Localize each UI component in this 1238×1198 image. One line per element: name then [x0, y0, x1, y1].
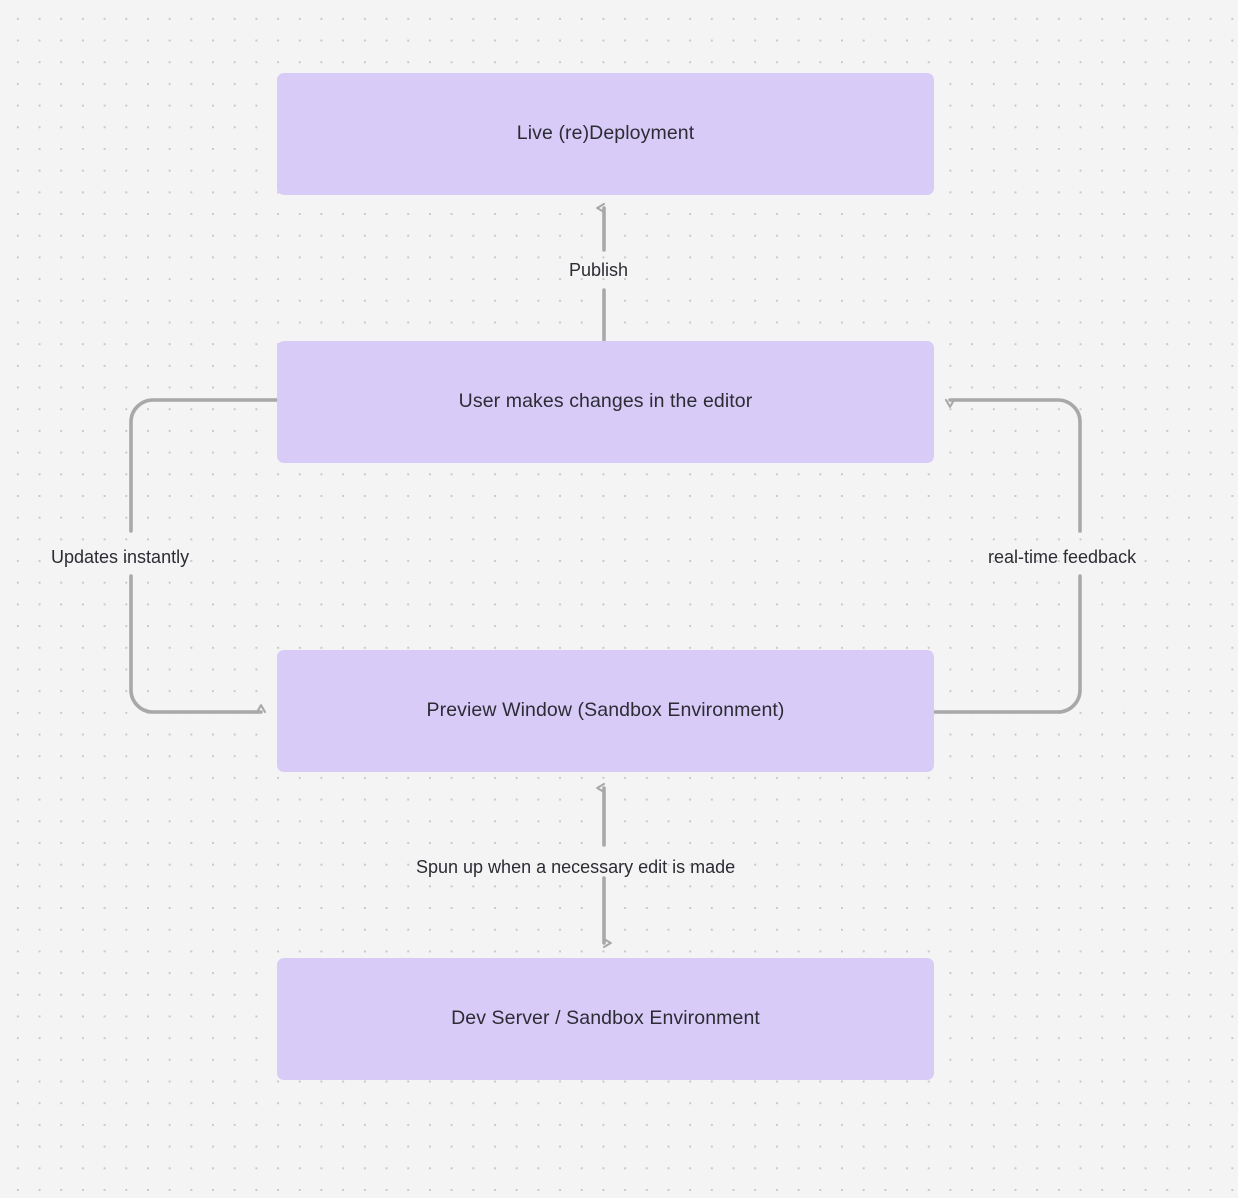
edge-updates-lower: [129, 574, 261, 714]
node-live-redeployment-label: Live (re)Deployment: [516, 122, 695, 145]
edge-feedback-lower: [932, 574, 1082, 714]
node-dev-server[interactable]: Dev Server / Sandbox Environment: [277, 958, 934, 1080]
node-user-makes-changes[interactable]: User makes changes in the editor: [277, 341, 934, 463]
edge-label-real-time-feedback: real-time feedback: [988, 547, 1137, 567]
edge-label-updates-instantly: Updates instantly: [51, 547, 190, 567]
edge-label-publish: Publish: [569, 260, 629, 280]
edge-feedback-upper: [950, 398, 1082, 533]
node-user-makes-changes-label: User makes changes in the editor: [458, 390, 753, 413]
node-preview-window-label: Preview Window (Sandbox Environment): [426, 699, 785, 722]
node-preview-window[interactable]: Preview Window (Sandbox Environment): [277, 650, 934, 772]
edge-label-spun-up: Spun up when a necessary edit is made: [416, 857, 736, 877]
edge-updates-upper: [129, 398, 279, 533]
node-dev-server-label: Dev Server / Sandbox Environment: [451, 1007, 760, 1030]
node-live-redeployment[interactable]: Live (re)Deployment: [277, 73, 934, 195]
